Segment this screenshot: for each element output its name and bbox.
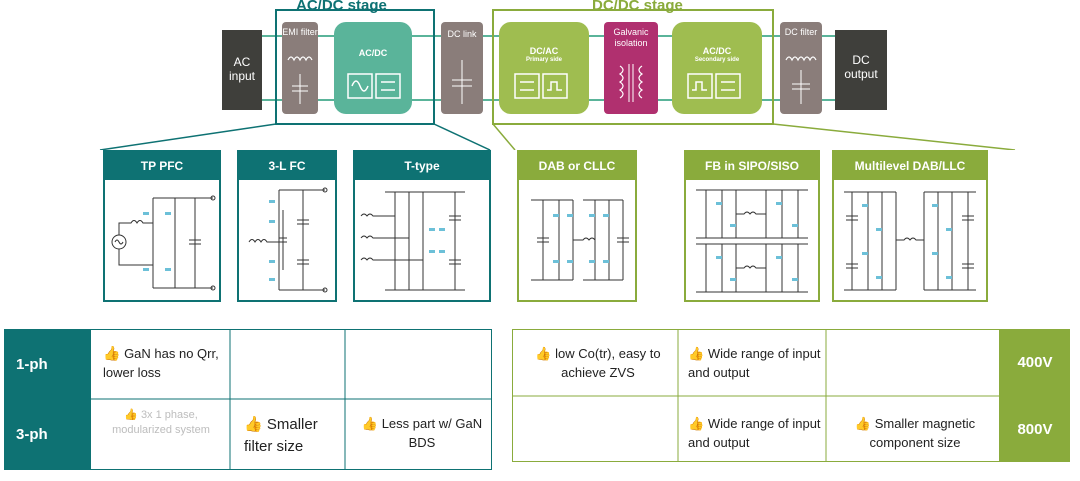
thumbs-up-icon: 👍: [361, 416, 379, 431]
voltage-800v: 800V: [1000, 396, 1070, 462]
thumbs-up-icon: 👍: [688, 346, 705, 361]
3l-fc-title: 3-L FC: [239, 152, 335, 180]
dcac-sub-label: Primary side: [525, 57, 563, 63]
topology-3l-fc: 3-L FC: [237, 150, 337, 302]
dcdc-stage-frame: [492, 9, 774, 125]
dc-output-label: DC output: [844, 53, 878, 81]
row-3ph-label: 3-ph: [4, 399, 91, 470]
voltage-400v: 400V: [1000, 329, 1070, 396]
topology-dab-cllc: DAB or CLLC: [517, 150, 637, 302]
dc-link-label: DC link: [447, 29, 477, 39]
cell-3ph-bds: 👍 Less part w/ GaN BDS: [361, 416, 483, 450]
acdc-label: AC/DC: [358, 48, 388, 58]
dcac-label: DC/AC: [529, 46, 559, 56]
cell-400v-zvs: 👍 low Co(tr), easy to achieve ZVS: [535, 346, 661, 380]
emi-filter-block: [282, 22, 318, 114]
multilevel-title: Multilevel DAB/LLC: [834, 152, 986, 180]
tp-pfc-title: TP PFC: [105, 152, 219, 180]
topology-t-type: T-type: [353, 150, 491, 302]
acdc-secondary-label: AC/DC: [702, 46, 732, 56]
emi-filter-label: EMI filter: [282, 27, 318, 37]
thumbs-up-icon: 👍: [244, 416, 263, 433]
dc-filter-label: DC filter: [784, 27, 818, 37]
acdc-secondary-sub-label: Secondary side: [694, 57, 740, 63]
block-diagram: [99, 9, 1016, 150]
t-type-schematic-icon: [360, 191, 465, 291]
dcdc-stage-title: DC/DC stage: [592, 0, 683, 14]
ac-input-label: AC input: [228, 55, 256, 83]
acdc-block: [334, 22, 412, 114]
acdc-stage-frame: [275, 9, 435, 125]
galvanic-isolation-label: Galvanic isolation: [613, 27, 649, 48]
dc-output-block: [835, 30, 887, 110]
tp-pfc-schematic-icon: [111, 195, 216, 291]
thumbs-up-icon: 👍: [688, 416, 705, 431]
cell-3ph-modular: 👍 3x 1 phase, modularized system: [112, 409, 210, 436]
cell-1ph-gan: 👍 GaN has no Qrr, lower loss: [103, 345, 219, 380]
dc-filter-block: [780, 22, 822, 114]
cell-800v-magnetic: 👍 Smaller magnetic component size: [854, 416, 976, 450]
fb-sipo-schematic-icon: [696, 189, 808, 293]
cell-3ph-filter: 👍 Smaller filter size: [244, 416, 318, 455]
3l-fc-schematic-icon: [248, 187, 328, 293]
dab-cllc-title: DAB or CLLC: [519, 152, 635, 180]
cell-800v-range: 👍 Wide range of input and output: [688, 416, 821, 450]
multilevel-schematic-icon: [844, 191, 976, 291]
galvanic-isolation-block: [604, 22, 658, 114]
ac-input-block: [222, 30, 262, 110]
acdc-stage-title: AC/DC stage: [296, 0, 387, 14]
dab-cllc-schematic-icon: [531, 199, 629, 281]
right-table: [512, 329, 1000, 462]
thumbs-up-icon: 👍: [124, 409, 138, 421]
topology-multilevel: Multilevel DAB/LLC: [832, 150, 988, 302]
topology-fb-sipo: FB in SIPO/SISO: [684, 150, 820, 302]
thumbs-up-icon: 👍: [103, 345, 121, 361]
row-1ph-label: 1-ph: [4, 329, 91, 399]
topology-tp-pfc: TP PFC: [103, 150, 221, 302]
t-type-title: T-type: [355, 152, 489, 180]
cell-400v-range: 👍 Wide range of input and output: [688, 346, 821, 380]
thumbs-up-icon: 👍: [854, 416, 872, 431]
fb-sipo-title: FB in SIPO/SISO: [686, 152, 818, 180]
thumbs-up-icon: 👍: [535, 346, 552, 361]
